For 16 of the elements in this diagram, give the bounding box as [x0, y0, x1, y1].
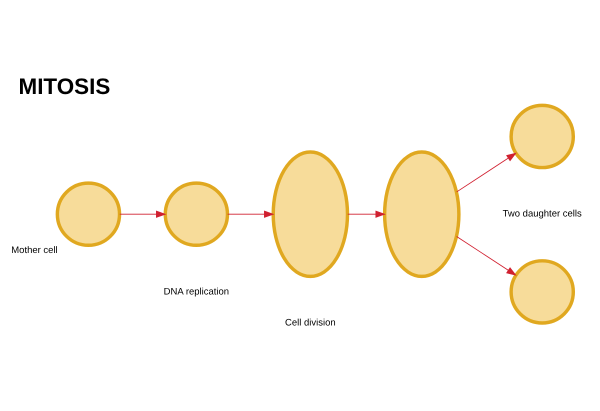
arrow	[227, 210, 274, 218]
node-circle	[509, 103, 576, 169]
node-circle	[56, 180, 122, 247]
node-circle	[382, 150, 461, 278]
label: DNA replication	[164, 286, 230, 297]
arrow	[456, 152, 517, 192]
arrow	[456, 236, 517, 276]
arrow	[347, 210, 386, 218]
node-circle	[272, 150, 350, 278]
label: Two daughter cells	[502, 208, 582, 220]
label: Cell division	[285, 316, 336, 328]
node-label: Mother cell	[11, 244, 58, 256]
diagram-title: MITOSIS	[18, 74, 110, 99]
node-circle	[164, 180, 230, 247]
node-circle	[509, 258, 576, 324]
arrow	[119, 210, 166, 218]
